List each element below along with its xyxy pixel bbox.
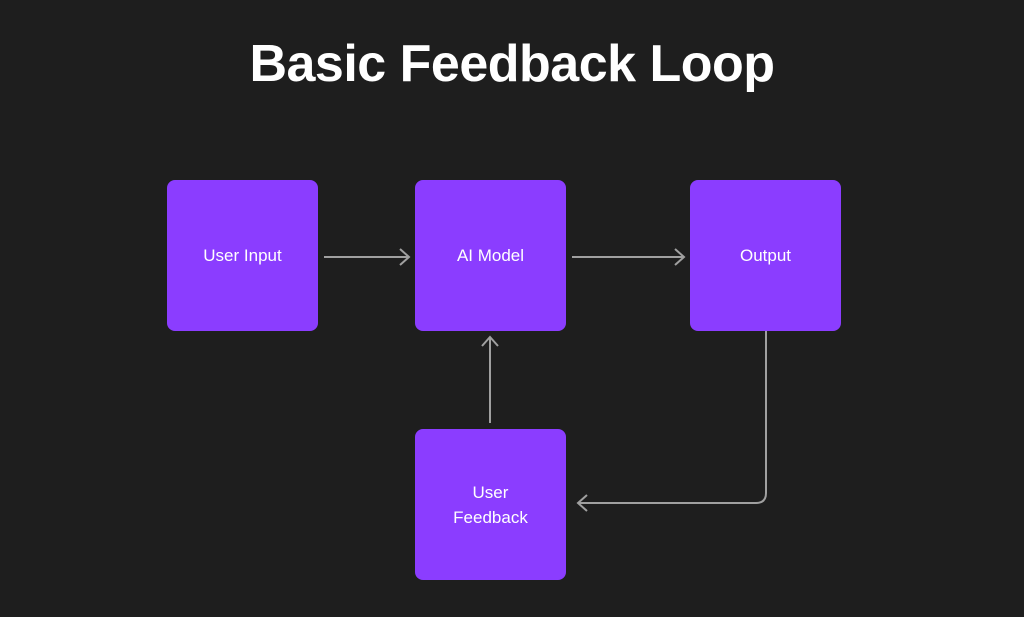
edge-user-feedback-to-ai-model (481, 335, 499, 423)
edge-user-feedback-to-ai-model-arrowhead-icon (481, 335, 499, 347)
node-label-user-feedback-line1: User (472, 482, 509, 502)
node-label-user-input: User Input (203, 246, 282, 265)
node-label-ai-model: AI Model (456, 246, 525, 265)
node-output[interactable]: Output (690, 180, 841, 331)
edge-output-to-user-feedback (576, 331, 767, 512)
page-title: Basic Feedback Loop (249, 35, 775, 93)
node-label-output: Output (739, 246, 792, 265)
edge-user-input-to-ai-model-arrowhead-icon (399, 248, 411, 266)
edge-ai-model-to-output (572, 248, 686, 266)
node-label-user-feedback: User Feedback (453, 480, 528, 530)
edge-user-input-to-ai-model (324, 248, 411, 266)
edge-ai-model-to-output-arrowhead-icon (674, 248, 686, 266)
node-ai-model[interactable]: AI Model (415, 180, 566, 331)
edge-output-to-user-feedback-line (578, 331, 767, 504)
edge-output-to-user-feedback-arrowhead-icon (576, 494, 588, 512)
node-label-user-feedback-line2: Feedback (453, 507, 528, 527)
node-user-input[interactable]: User Input (167, 180, 318, 331)
node-user-feedback[interactable]: User Feedback (415, 429, 566, 580)
